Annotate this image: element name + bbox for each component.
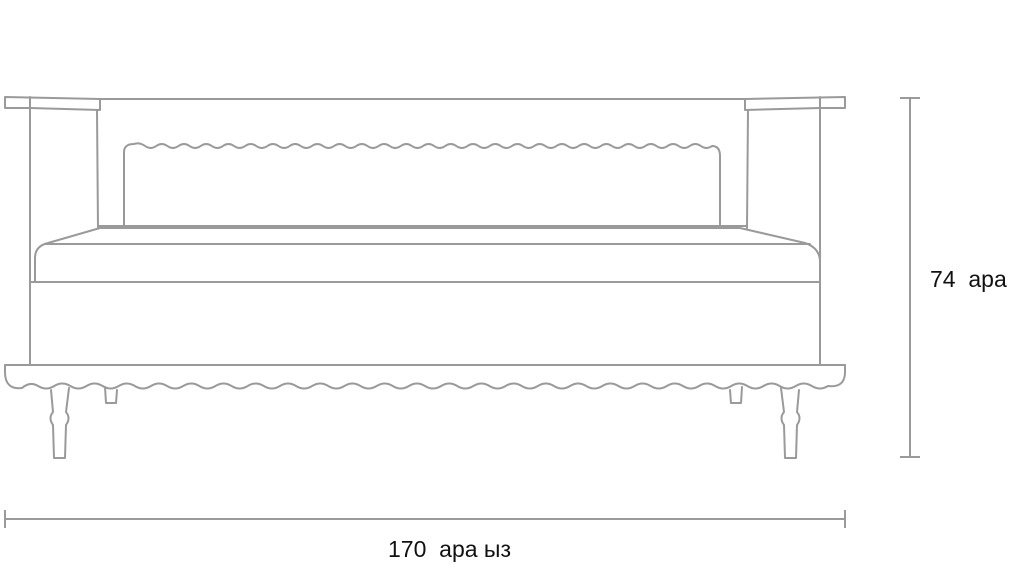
left-arm-inside [96, 109, 99, 229]
width-label: 170 ара ыз [388, 536, 511, 562]
height-dimension [900, 97, 920, 458]
back-left-leg [104, 386, 118, 404]
left-arm-cap [4, 96, 101, 111]
legs [49, 386, 801, 459]
back-right-leg [729, 386, 743, 404]
wavy-skirt [4, 364, 846, 390]
backrest-cushion [123, 142, 721, 226]
sofa-frame [4, 96, 846, 390]
front-left-leg [49, 387, 70, 459]
seat-cushion [34, 227, 821, 283]
right-arm-cap [744, 96, 846, 111]
right-arm-inside [746, 109, 749, 229]
height-label: 74 ара [930, 266, 1007, 292]
width-dimension [4, 510, 846, 528]
front-right-leg [780, 387, 801, 459]
